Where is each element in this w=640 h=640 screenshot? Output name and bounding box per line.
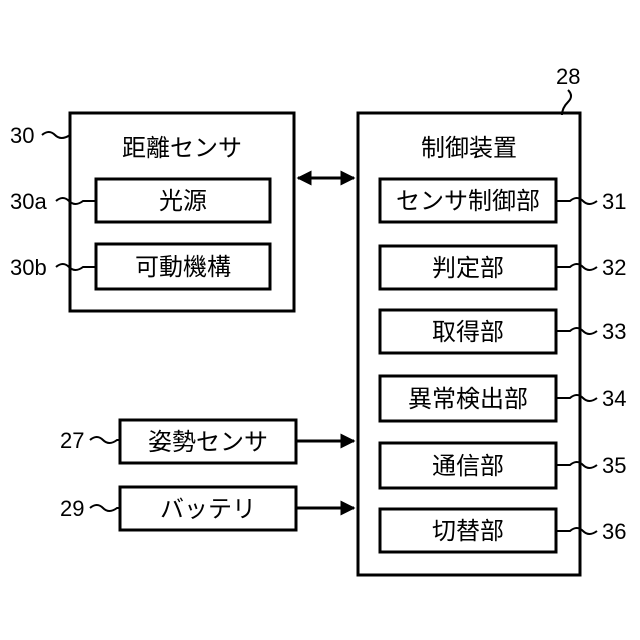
attitude-sensor-block: 姿勢センサ (120, 420, 296, 463)
lead-30 (42, 132, 70, 138)
lead-27 (90, 437, 120, 443)
abnormality-detection-unit-label: 異常検出部 (408, 385, 528, 413)
ref-36: 36 (602, 519, 626, 544)
ref-28: 28 (556, 64, 580, 89)
ref-30b: 30b (10, 255, 47, 280)
ref-31: 31 (602, 189, 626, 214)
ref-30: 30 (10, 123, 34, 148)
distance-sensor-block: 距離センサ 光源 可動機構 (70, 113, 294, 311)
ref-32: 32 (602, 255, 626, 280)
ref-29: 29 (60, 496, 84, 521)
ref-34: 34 (602, 386, 626, 411)
ref-33: 33 (602, 319, 626, 344)
ref-35: 35 (602, 453, 626, 478)
battery-block: バッテリ (120, 487, 296, 530)
lead-28 (562, 90, 571, 115)
ref-30a: 30a (10, 189, 47, 214)
light-source-label: 光源 (159, 187, 207, 215)
movable-mechanism-label: 可動機構 (135, 253, 231, 281)
ref-27: 27 (60, 428, 84, 453)
judgment-unit-label: 判定部 (432, 254, 504, 282)
distance-sensor-title: 距離センサ (122, 134, 242, 162)
sensor-control-unit-label: センサ制御部 (396, 187, 540, 215)
control-device-block: 制御装置 センサ制御部 判定部 取得部 異常検出部 通信部 切替部 (358, 113, 580, 575)
switching-unit-label: 切替部 (432, 517, 504, 545)
battery-label: バッテリ (160, 495, 256, 523)
control-device-title: 制御装置 (421, 134, 517, 162)
communication-unit-label: 通信部 (432, 452, 504, 480)
lead-29 (90, 505, 120, 511)
attitude-sensor-label: 姿勢センサ (148, 428, 268, 456)
acquisition-unit-label: 取得部 (432, 318, 504, 346)
